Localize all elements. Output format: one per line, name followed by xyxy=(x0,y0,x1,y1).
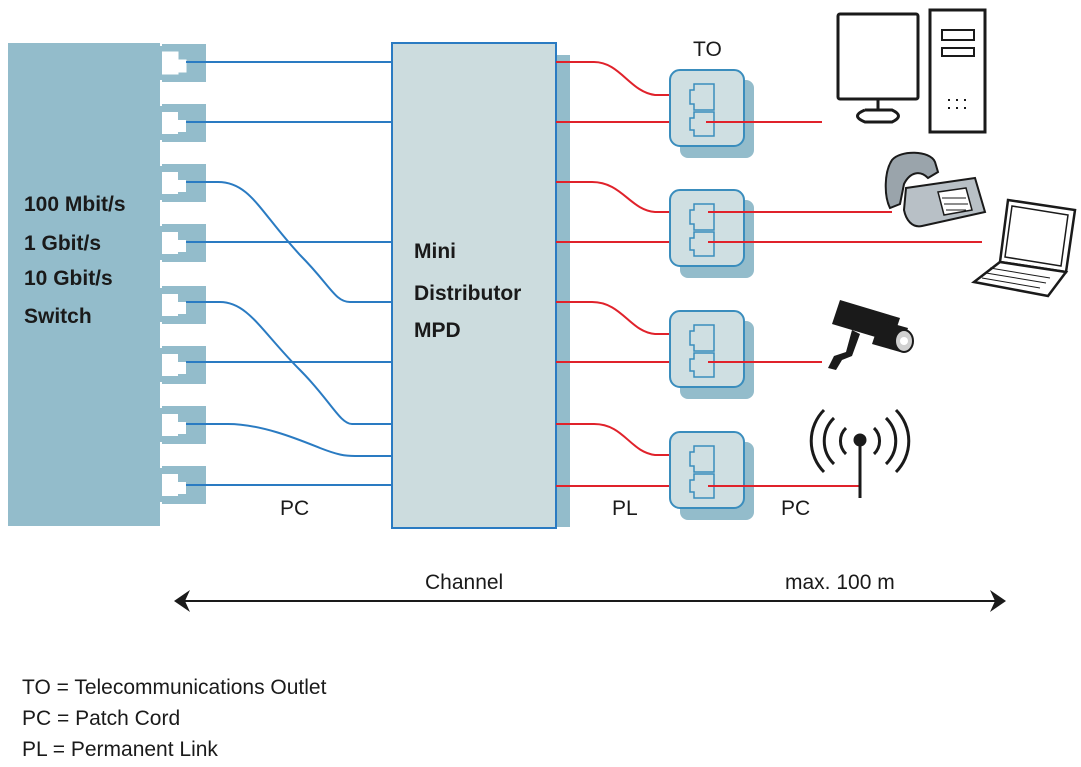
switch-label: 100 Mbit/s 1 Gbit/s 10 Gbit/s Switch xyxy=(24,193,131,328)
outlet-1 xyxy=(669,69,754,158)
red-cables xyxy=(556,61,982,487)
pl-label: PL xyxy=(612,497,638,520)
outlet-4 xyxy=(669,431,754,520)
telecom-outlets xyxy=(669,69,754,520)
max-length-label: max. 100 m xyxy=(785,571,895,594)
legend: TO = Telecommunications Outlet PC = Patc… xyxy=(22,672,326,765)
switch-block: 100 Mbit/s 1 Gbit/s 10 Gbit/s Switch xyxy=(8,43,206,526)
legend-item-pc: PC = Patch Cord xyxy=(22,707,181,730)
outlet-3 xyxy=(669,310,754,399)
desktop-computer-icon xyxy=(836,8,987,134)
legend-item-to: TO = Telecommunications Outlet xyxy=(22,676,327,699)
wireless-access-point-icon xyxy=(809,408,911,498)
switch-ports xyxy=(158,44,206,504)
desk-telephone-icon xyxy=(884,151,987,228)
laptop-icon xyxy=(971,198,1077,298)
outlet-2 xyxy=(669,189,754,278)
surveillance-camera-icon xyxy=(828,300,914,370)
legend-item-pl: PL = Permanent Link xyxy=(22,738,218,761)
pc-right-label: PC xyxy=(781,497,810,520)
to-label: TO xyxy=(693,38,722,61)
channel-label: Channel xyxy=(425,571,503,594)
mini-distributor: Mini Distributor MPD xyxy=(391,42,570,529)
blue-patch-cords xyxy=(186,61,392,486)
channel-arrow xyxy=(174,590,1006,612)
distributor-label: Mini Distributor MPD xyxy=(414,240,527,342)
pc-left-label: PC xyxy=(280,497,309,520)
